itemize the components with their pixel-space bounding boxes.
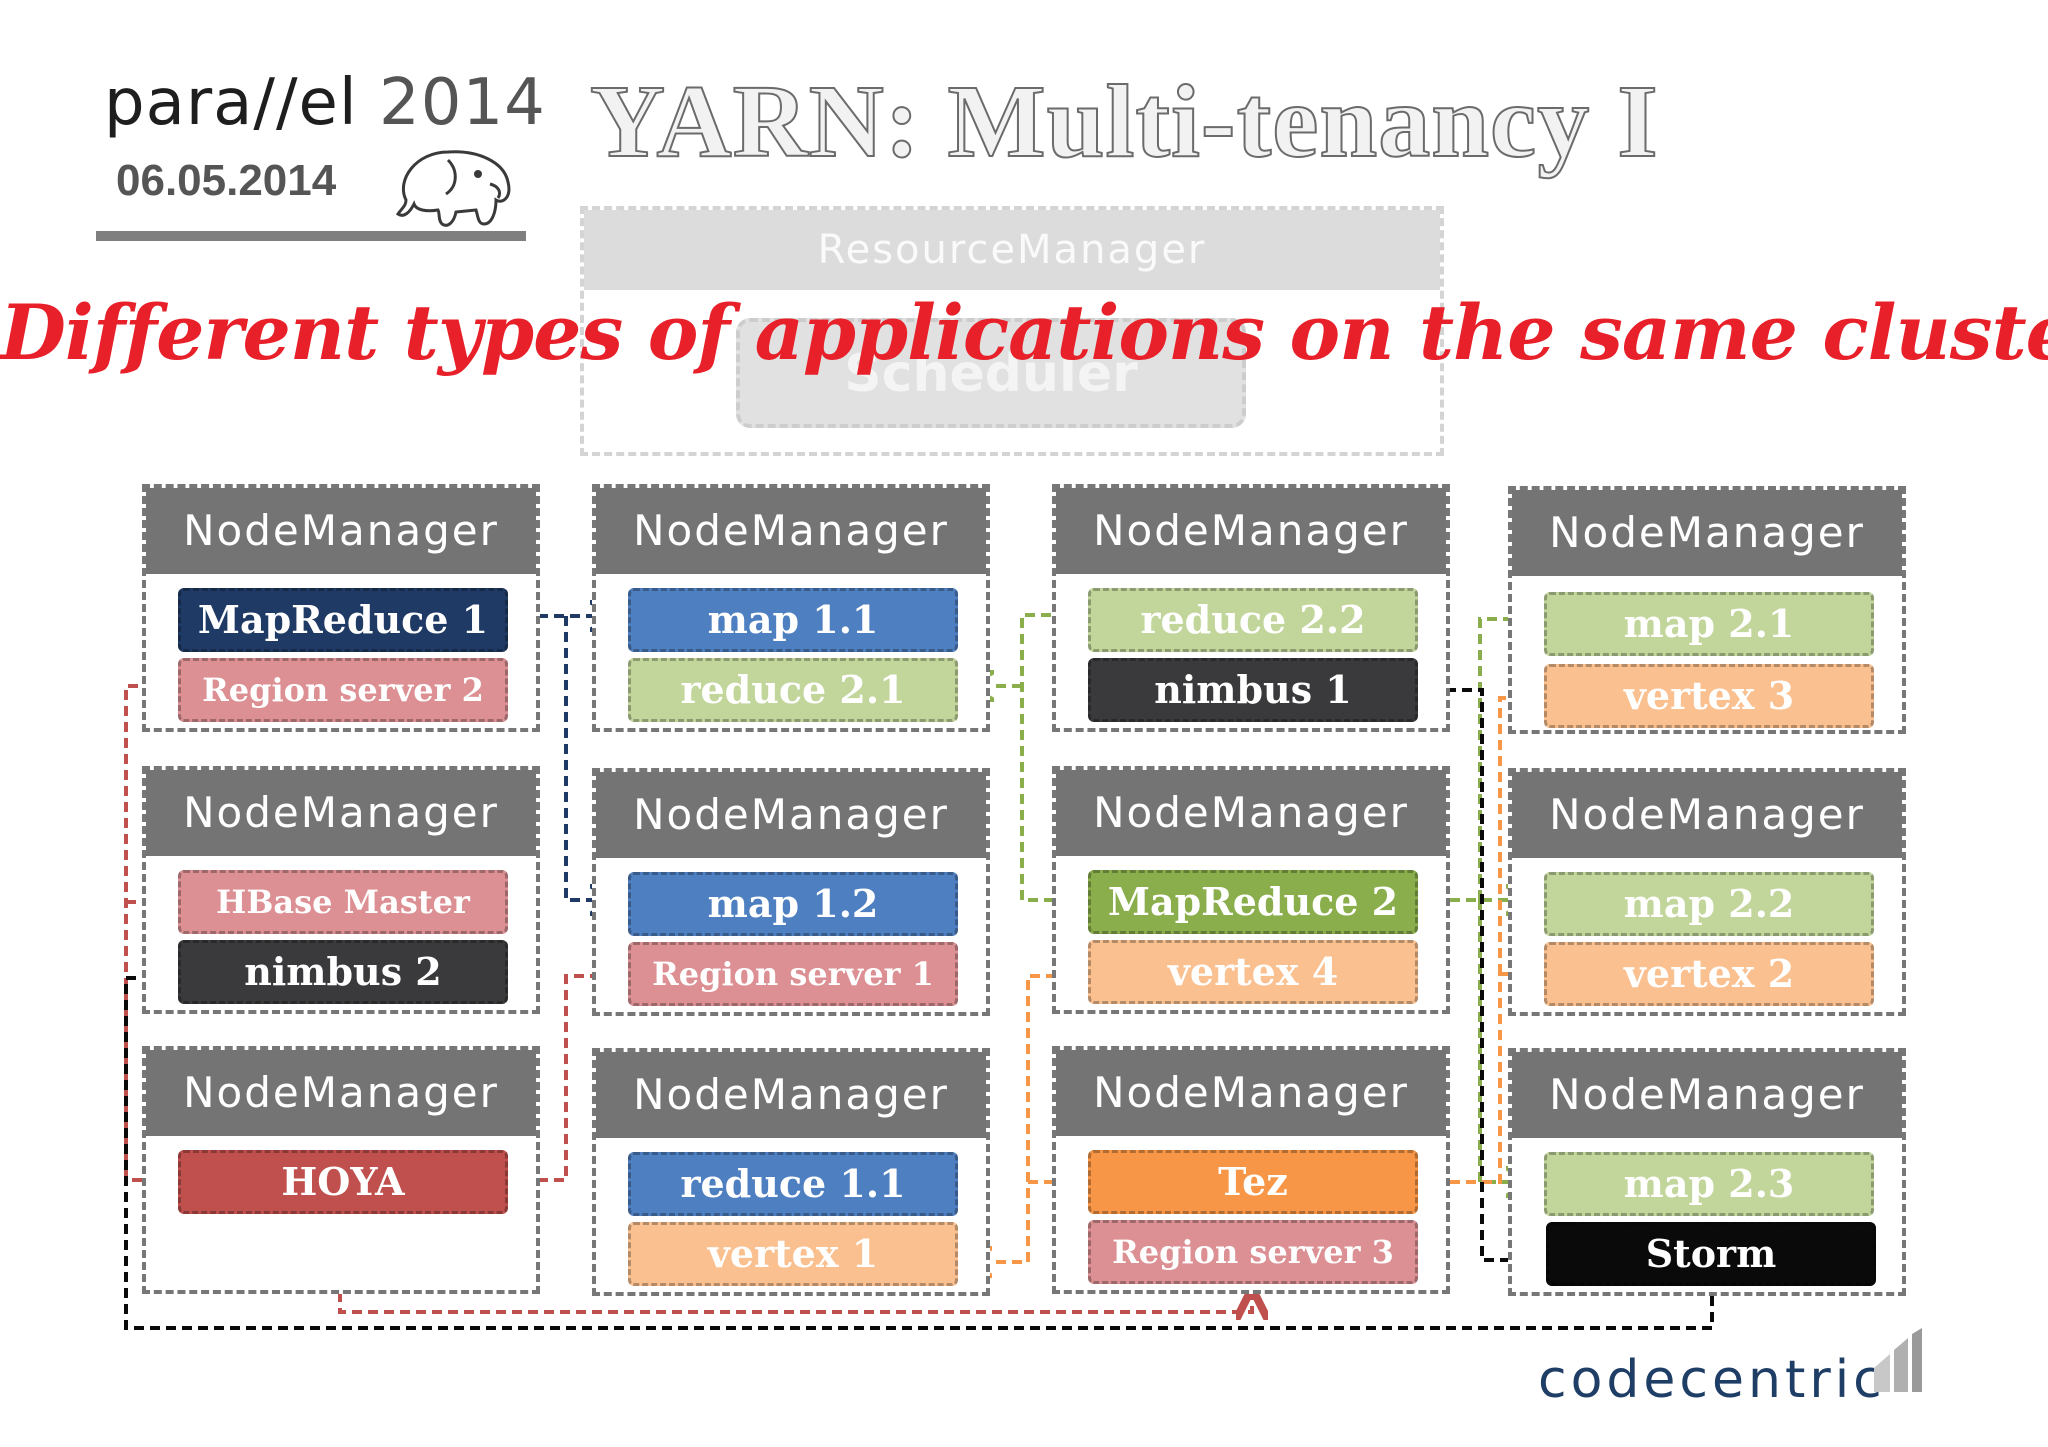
nodemanager-4: NodeManager map 2.1 vertex 3 [1508, 486, 1906, 734]
hadoop-elephant-icon [395, 150, 511, 227]
container-map-2-1: map 2.1 [1544, 592, 1874, 656]
container-region-server-2: Region server 2 [178, 658, 508, 722]
nodemanager-label: NodeManager [146, 488, 536, 574]
container-mapreduce-2: MapReduce 2 [1088, 870, 1418, 934]
slide-title: YARN: Multi-tenancy I [589, 63, 1659, 180]
container-nimbus-1: nimbus 1 [1088, 658, 1418, 722]
codecentric-logo-icon [1874, 1328, 1922, 1392]
conference-year: 2014 [379, 66, 546, 140]
container-map-1-1: map 1.1 [628, 588, 958, 652]
container-nimbus-2: nimbus 2 [178, 940, 508, 1004]
container-reduce-1-1: reduce 1.1 [628, 1152, 958, 1216]
container-mapreduce-1: MapReduce 1 [178, 588, 508, 652]
container-reduce-2-2: reduce 2.2 [1088, 588, 1418, 652]
arrow-tez-vertex3 [1498, 698, 1540, 974]
container-hbase-master: HBase Master [178, 870, 508, 934]
nodemanager-12: NodeManager map 2.3 Storm [1508, 1048, 1906, 1296]
nodemanager-label: NodeManager [146, 1050, 536, 1136]
scheduler-box: Scheduler [736, 318, 1246, 428]
container-region-server-3: Region server 3 [1088, 1220, 1418, 1284]
container-storm: Storm [1546, 1222, 1876, 1286]
nodemanager-label: NodeManager [146, 770, 536, 856]
brand-divider [96, 231, 526, 241]
nodemanager-label: NodeManager [1512, 772, 1902, 858]
container-map-2-3: map 2.3 [1544, 1152, 1874, 1216]
nodemanager-2: NodeManager map 1.1 reduce 2.1 [592, 484, 990, 732]
overlay-headline: Different types of applications on the s… [0, 288, 2048, 377]
container-vertex-2: vertex 2 [1544, 942, 1874, 1006]
resourcemanager-box: ResourceManager Scheduler [580, 206, 1444, 456]
container-vertex-4: vertex 4 [1088, 940, 1418, 1004]
nodemanager-label: NodeManager [1056, 770, 1446, 856]
nodemanager-1: NodeManager MapReduce 1 Region server 2 [142, 484, 540, 732]
container-reduce-2-1: reduce 2.1 [628, 658, 958, 722]
conference-logo: para//el 2014 [104, 66, 546, 140]
nodemanager-3: NodeManager reduce 2.2 nimbus 1 [1052, 484, 1450, 732]
nodemanager-label: NodeManager [596, 488, 986, 574]
nodemanager-9: NodeManager HOYA [142, 1046, 540, 1294]
nodemanager-11: NodeManager Tez Region server 3 [1052, 1046, 1450, 1294]
arrow-storm-nimbus2 [124, 978, 1714, 1330]
nodemanager-label: NodeManager [1056, 1050, 1446, 1136]
nodemanager-label: NodeManager [1512, 490, 1902, 576]
conference-name: para//el [104, 66, 358, 140]
container-tez: Tez [1088, 1150, 1418, 1214]
container-hoya: HOYA [178, 1150, 508, 1214]
container-region-server-1: Region server 1 [628, 942, 958, 1006]
conference-date: 06.05.2014 [116, 156, 337, 205]
nodemanager-10: NodeManager reduce 1.1 vertex 1 [592, 1048, 990, 1296]
nodemanager-8: NodeManager map 2.2 vertex 2 [1508, 768, 1906, 1016]
nodemanager-7: NodeManager MapReduce 2 vertex 4 [1052, 766, 1450, 1014]
nodemanager-label: NodeManager [596, 1052, 986, 1138]
resourcemanager-label: ResourceManager [584, 210, 1440, 290]
arrow-storm-nimbus1 [1422, 690, 1542, 1262]
container-vertex-3: vertex 3 [1544, 664, 1874, 728]
arrow-tez-vertex1 [964, 1180, 1086, 1262]
codecentric-logo: codecentric [1538, 1350, 1886, 1410]
nodemanager-5: NodeManager HBase Master nimbus 2 [142, 766, 540, 1014]
nodemanager-label: NodeManager [1512, 1052, 1902, 1138]
container-vertex-1: vertex 1 [628, 1222, 958, 1286]
container-map-2-2: map 2.2 [1544, 872, 1874, 936]
container-map-1-2: map 1.2 [628, 872, 958, 936]
nodemanager-label: NodeManager [596, 772, 986, 858]
nodemanager-label: NodeManager [1056, 488, 1446, 574]
nodemanager-6: NodeManager map 1.2 Region server 1 [592, 768, 990, 1016]
